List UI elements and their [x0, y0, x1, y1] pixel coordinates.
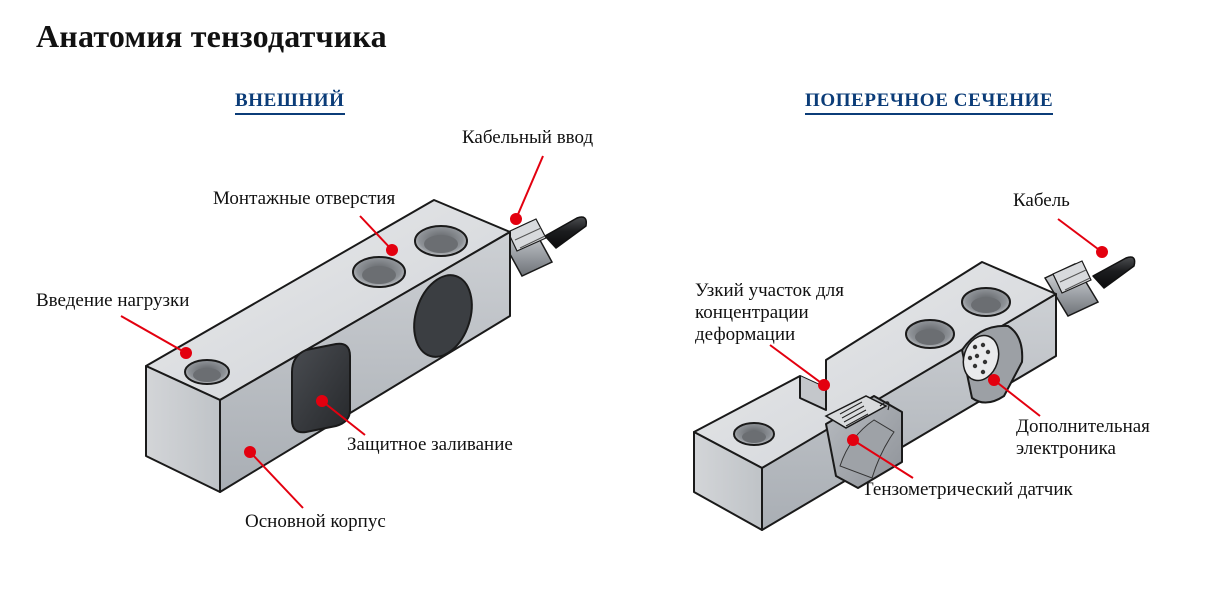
cable-gland-left [498, 218, 554, 277]
mounting-hole [905, 319, 955, 349]
label-mounting-holes: Монтажные отверстия [213, 188, 396, 209]
side-through-hole [413, 274, 473, 358]
external-load-cell [120, 155, 588, 509]
label-extra-electronics-line-1: Дополнительная [1016, 416, 1150, 437]
label-protective-potting: Защитное заливание [347, 434, 513, 455]
strain-gauge [824, 395, 890, 429]
cross-section-load-cell [693, 218, 1136, 531]
extra-electronics [962, 334, 1000, 382]
page-title: Анатомия тензодатчика [36, 18, 387, 54]
label-cable-entry: Кабельный ввод [462, 127, 594, 148]
mounting-hole [961, 287, 1011, 317]
label-load-introduction: Введение нагрузки [36, 290, 190, 311]
label-extra-electronics-line-2: электроника [1016, 438, 1116, 459]
protective-potting [291, 342, 351, 434]
section-title-external: ВНЕШНИЙ [235, 90, 345, 115]
label-main-body: Основной корпус [245, 511, 386, 532]
leader-cable-entry [515, 155, 544, 220]
mounting-hole [352, 256, 406, 288]
label-narrow-section-line-3: деформации [695, 324, 796, 345]
section-title-cross-section: ПОПЕРЕЧНОЕ СЕЧЕНИЕ [805, 90, 1054, 115]
label-strain-gauge: Тензометрический датчик [862, 479, 1073, 500]
load-hole [184, 359, 230, 385]
leader-narrow-section [769, 344, 825, 386]
leader-strain-gauge [852, 439, 914, 479]
label-cable: Кабель [1013, 190, 1070, 211]
load-hole [733, 422, 775, 446]
leader-mounting-holes [359, 215, 393, 251]
cable-left [544, 216, 588, 249]
leader-protective-potting [321, 400, 366, 436]
leader-extra-electronics [993, 379, 1041, 417]
cable-gland-right [1043, 260, 1100, 317]
cable-right [1092, 256, 1136, 289]
leader-cable [1057, 218, 1103, 253]
leader-load-introduction [120, 315, 187, 354]
mounting-hole [414, 225, 468, 257]
leader-main-body [249, 451, 304, 509]
label-narrow-section-line-2: концентрации [695, 302, 809, 323]
label-narrow-section-line-1: Узкий участок для [695, 280, 844, 301]
